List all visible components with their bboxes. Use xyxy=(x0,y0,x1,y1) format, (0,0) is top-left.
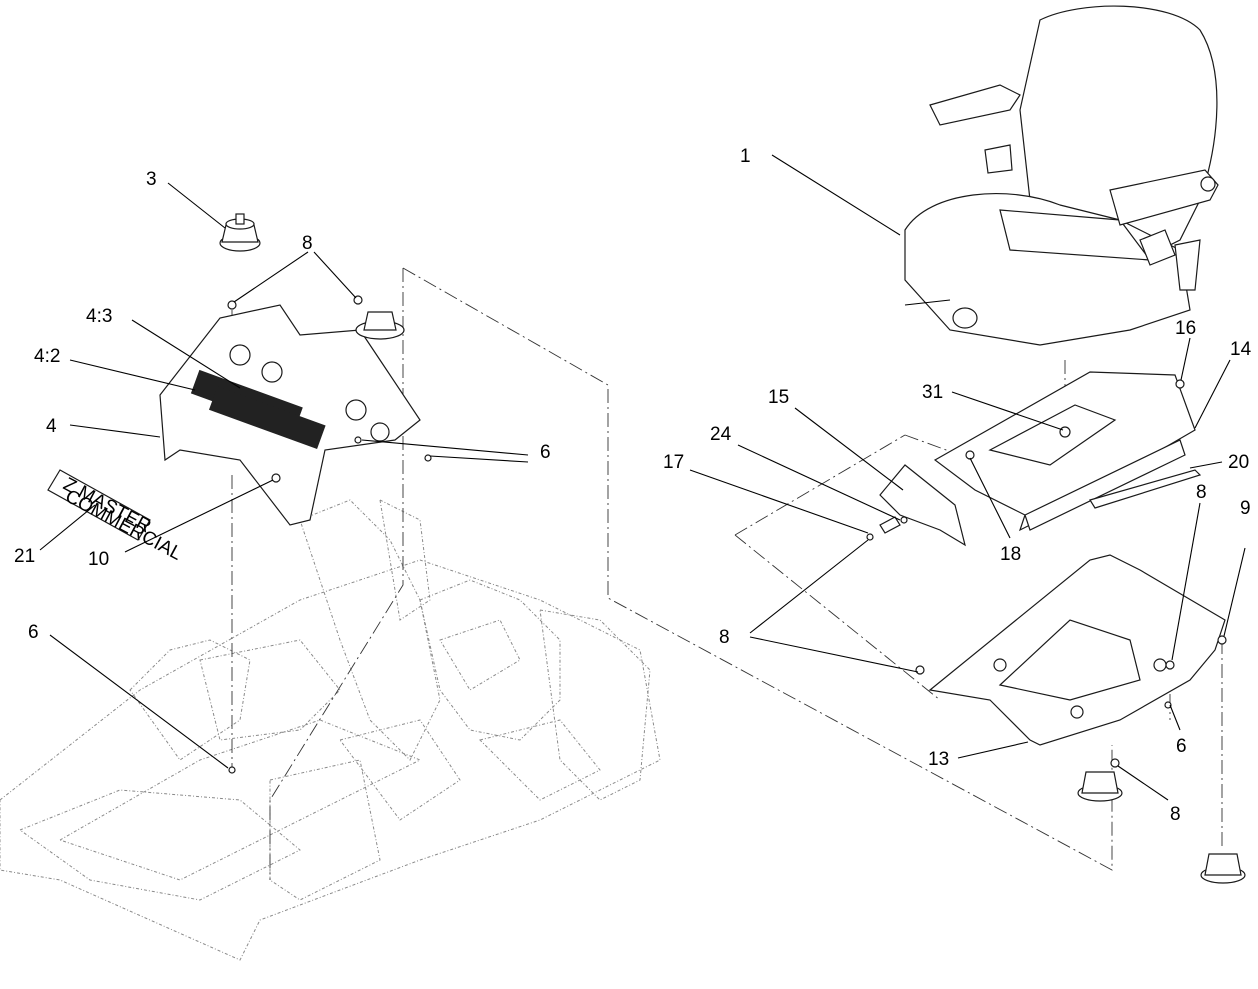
callout-18: 18 xyxy=(1000,544,1021,565)
callout-13: 13 xyxy=(928,749,949,770)
rod-part-20 xyxy=(1089,469,1202,509)
callout-4: 4 xyxy=(46,416,57,437)
callout-20: 20 xyxy=(1228,452,1249,473)
callout-3: 3 xyxy=(146,169,157,190)
callout-8-right-mid: 8 xyxy=(719,627,730,648)
seat-assembly-part-1 xyxy=(904,5,1219,346)
callout-21: 21 xyxy=(14,546,35,567)
callout-labels: 1 3 8 4:3 4:2 4 21 10 6 6 16 14 31 15 24… xyxy=(14,146,1252,825)
callout-14: 14 xyxy=(1230,339,1252,360)
callout-6-mid: 6 xyxy=(540,442,551,463)
bracket-part-15 xyxy=(879,464,966,547)
callout-8-bottom: 8 xyxy=(1170,804,1181,825)
callout-4-3: 4:3 xyxy=(86,306,112,327)
callout-6-right: 6 xyxy=(1176,736,1187,757)
callout-16: 16 xyxy=(1175,318,1196,339)
seat-support-plate-part-4 xyxy=(159,304,421,526)
left-hardware xyxy=(227,295,432,774)
callout-4-2: 4:2 xyxy=(34,346,60,367)
right-isolation-mounts xyxy=(1077,758,1246,884)
callout-15: 15 xyxy=(768,387,789,408)
callout-9: 9 xyxy=(1240,498,1251,519)
callout-24: 24 xyxy=(710,424,732,445)
zmaster-decal-part-21: Z MASTER COMMERCIAL xyxy=(47,469,186,565)
leader-lines xyxy=(39,154,1246,801)
callout-6-left: 6 xyxy=(28,622,39,643)
seat-slide-plate-part-14 xyxy=(933,371,1196,532)
phantom-lines xyxy=(231,267,1223,880)
callout-8-right-top: 8 xyxy=(1196,482,1207,503)
decal-line-2: COMMERCIAL xyxy=(62,486,186,565)
callout-1: 1 xyxy=(740,146,751,167)
callout-17: 17 xyxy=(663,452,684,473)
callout-31: 31 xyxy=(922,382,943,403)
isolation-mount-part-3 xyxy=(219,213,261,252)
right-upper-hardware xyxy=(866,379,1185,541)
callout-10: 10 xyxy=(88,549,109,570)
seat-mount-plate-part-13 xyxy=(915,554,1227,746)
callout-8-top: 8 xyxy=(302,233,313,254)
